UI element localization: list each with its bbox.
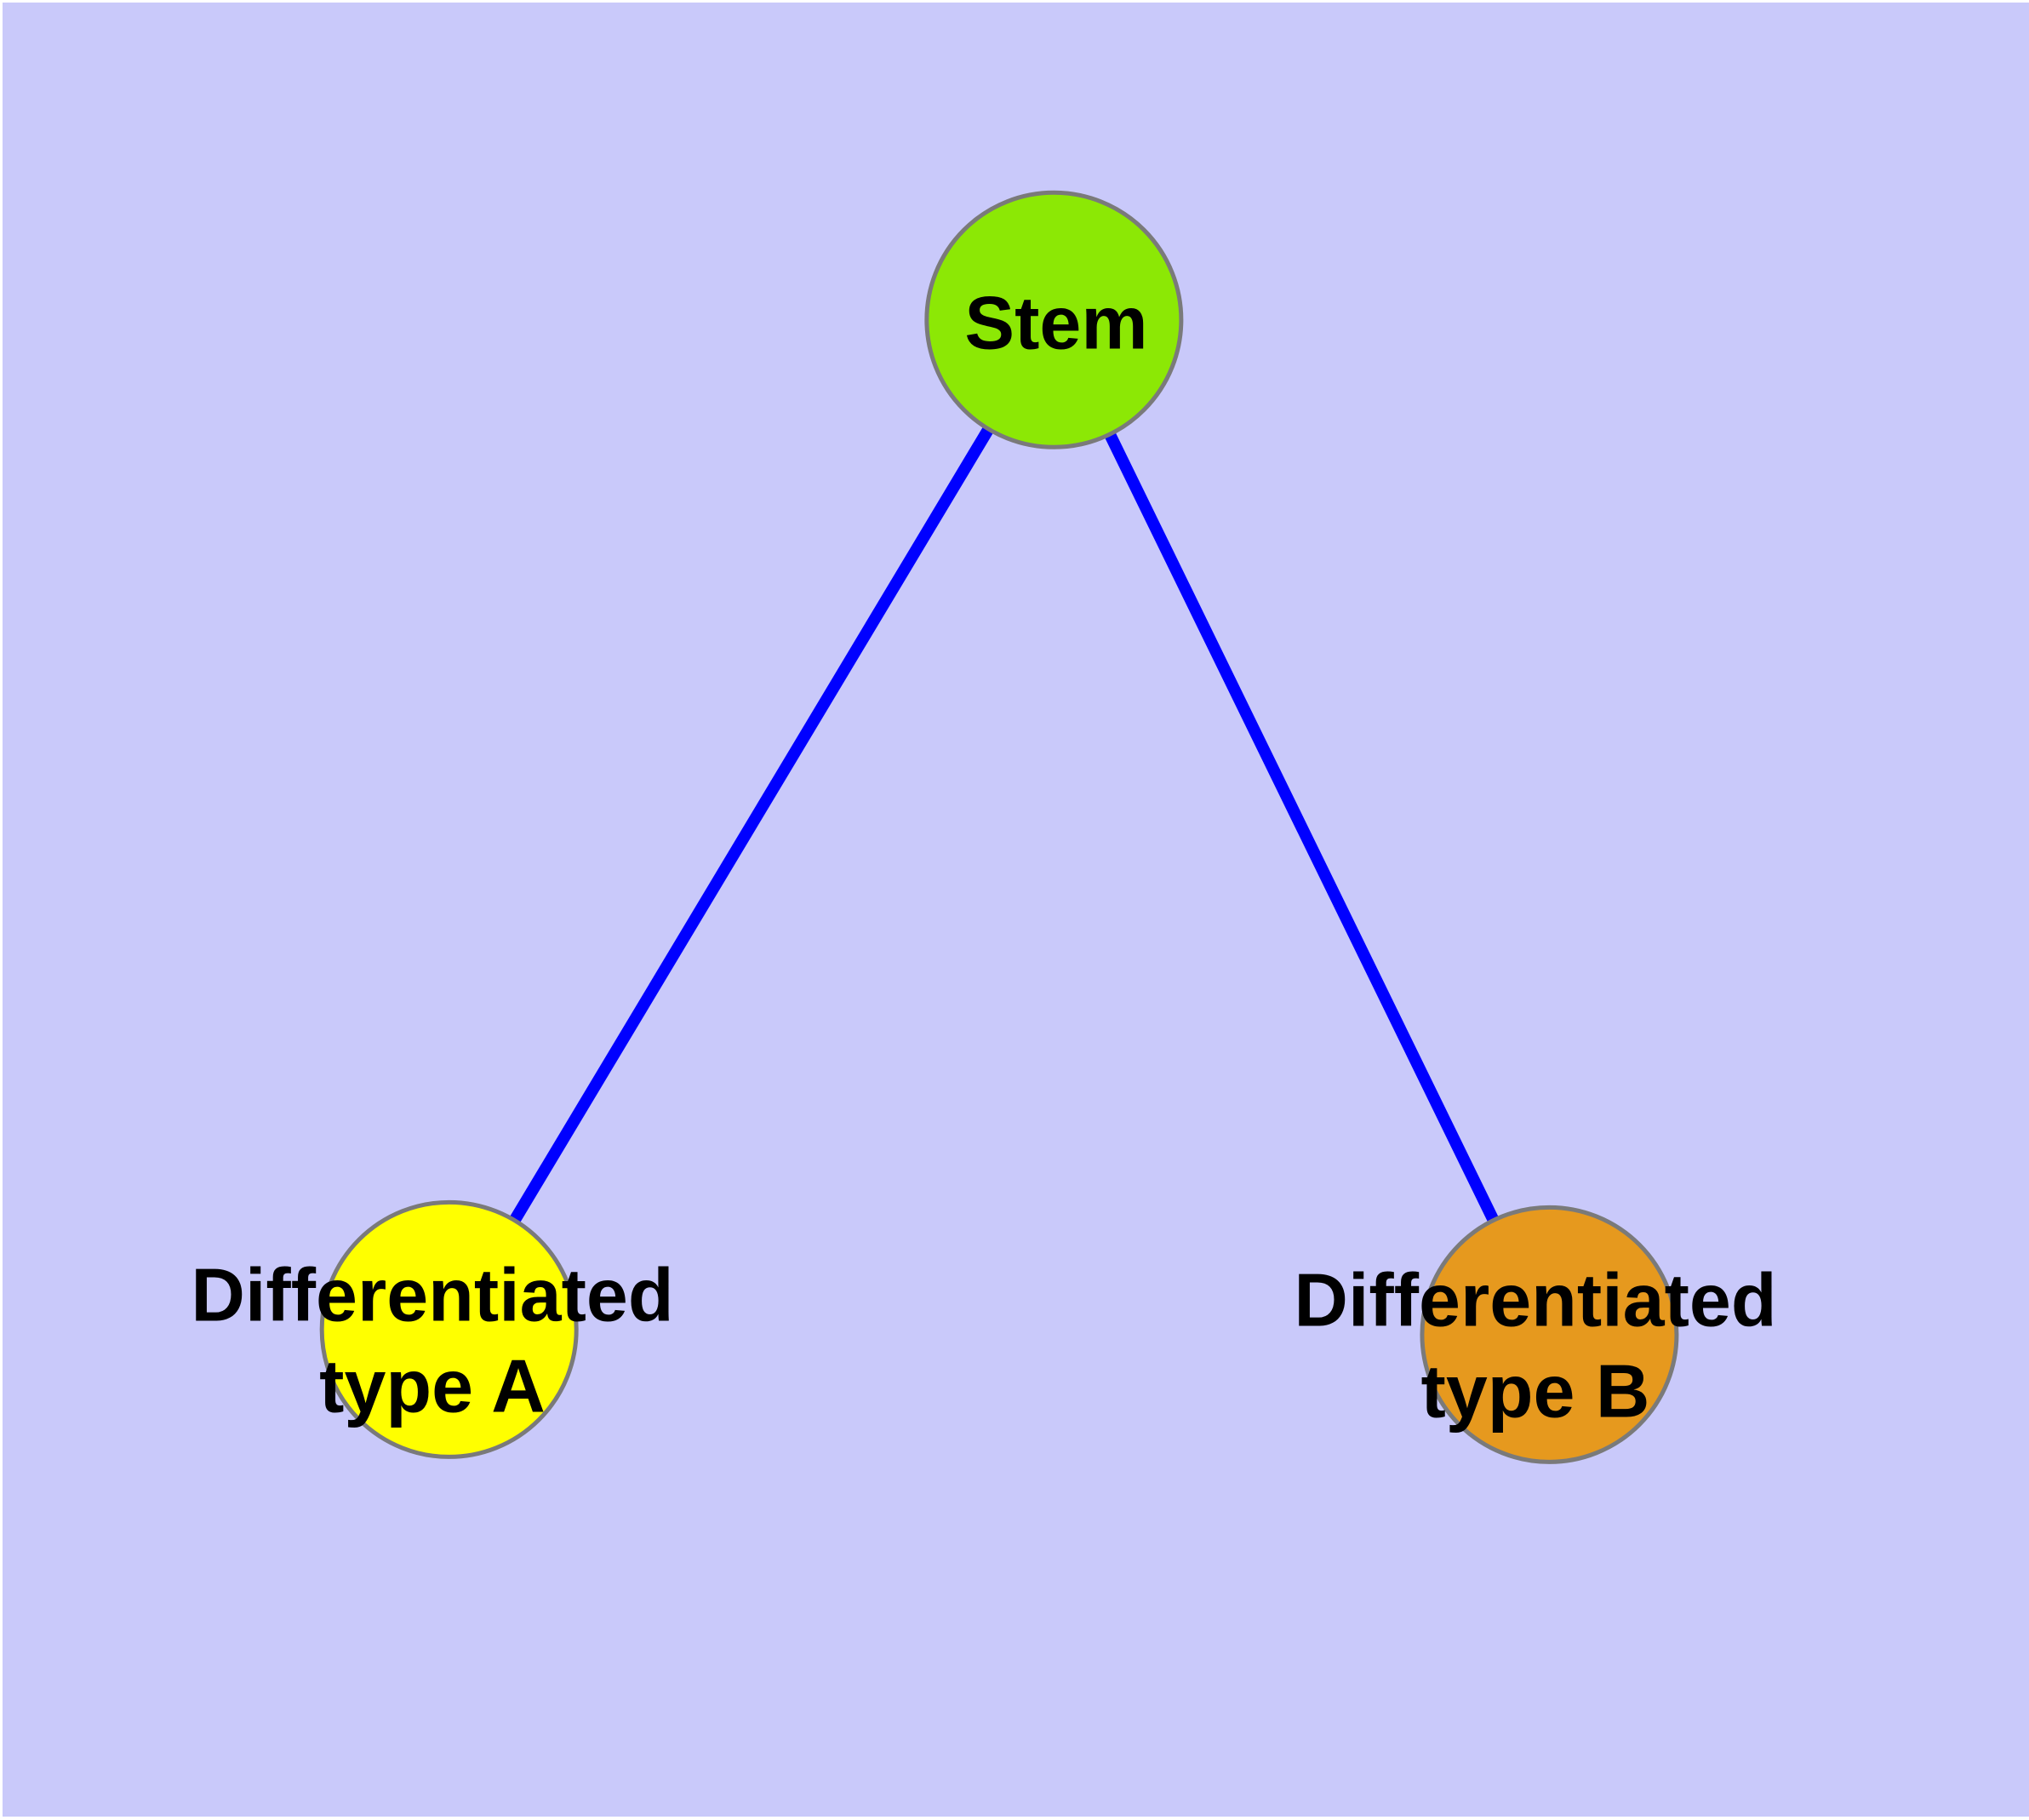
type-b-node-circle [1420,1205,1679,1464]
stem-node-circle [924,190,1184,449]
edge-stem-to-type-a [443,317,1060,1333]
edge-stem-to-type-b [1049,317,1555,1337]
graph-svg [319,190,1679,1464]
type-a-node-circle [319,1199,579,1459]
